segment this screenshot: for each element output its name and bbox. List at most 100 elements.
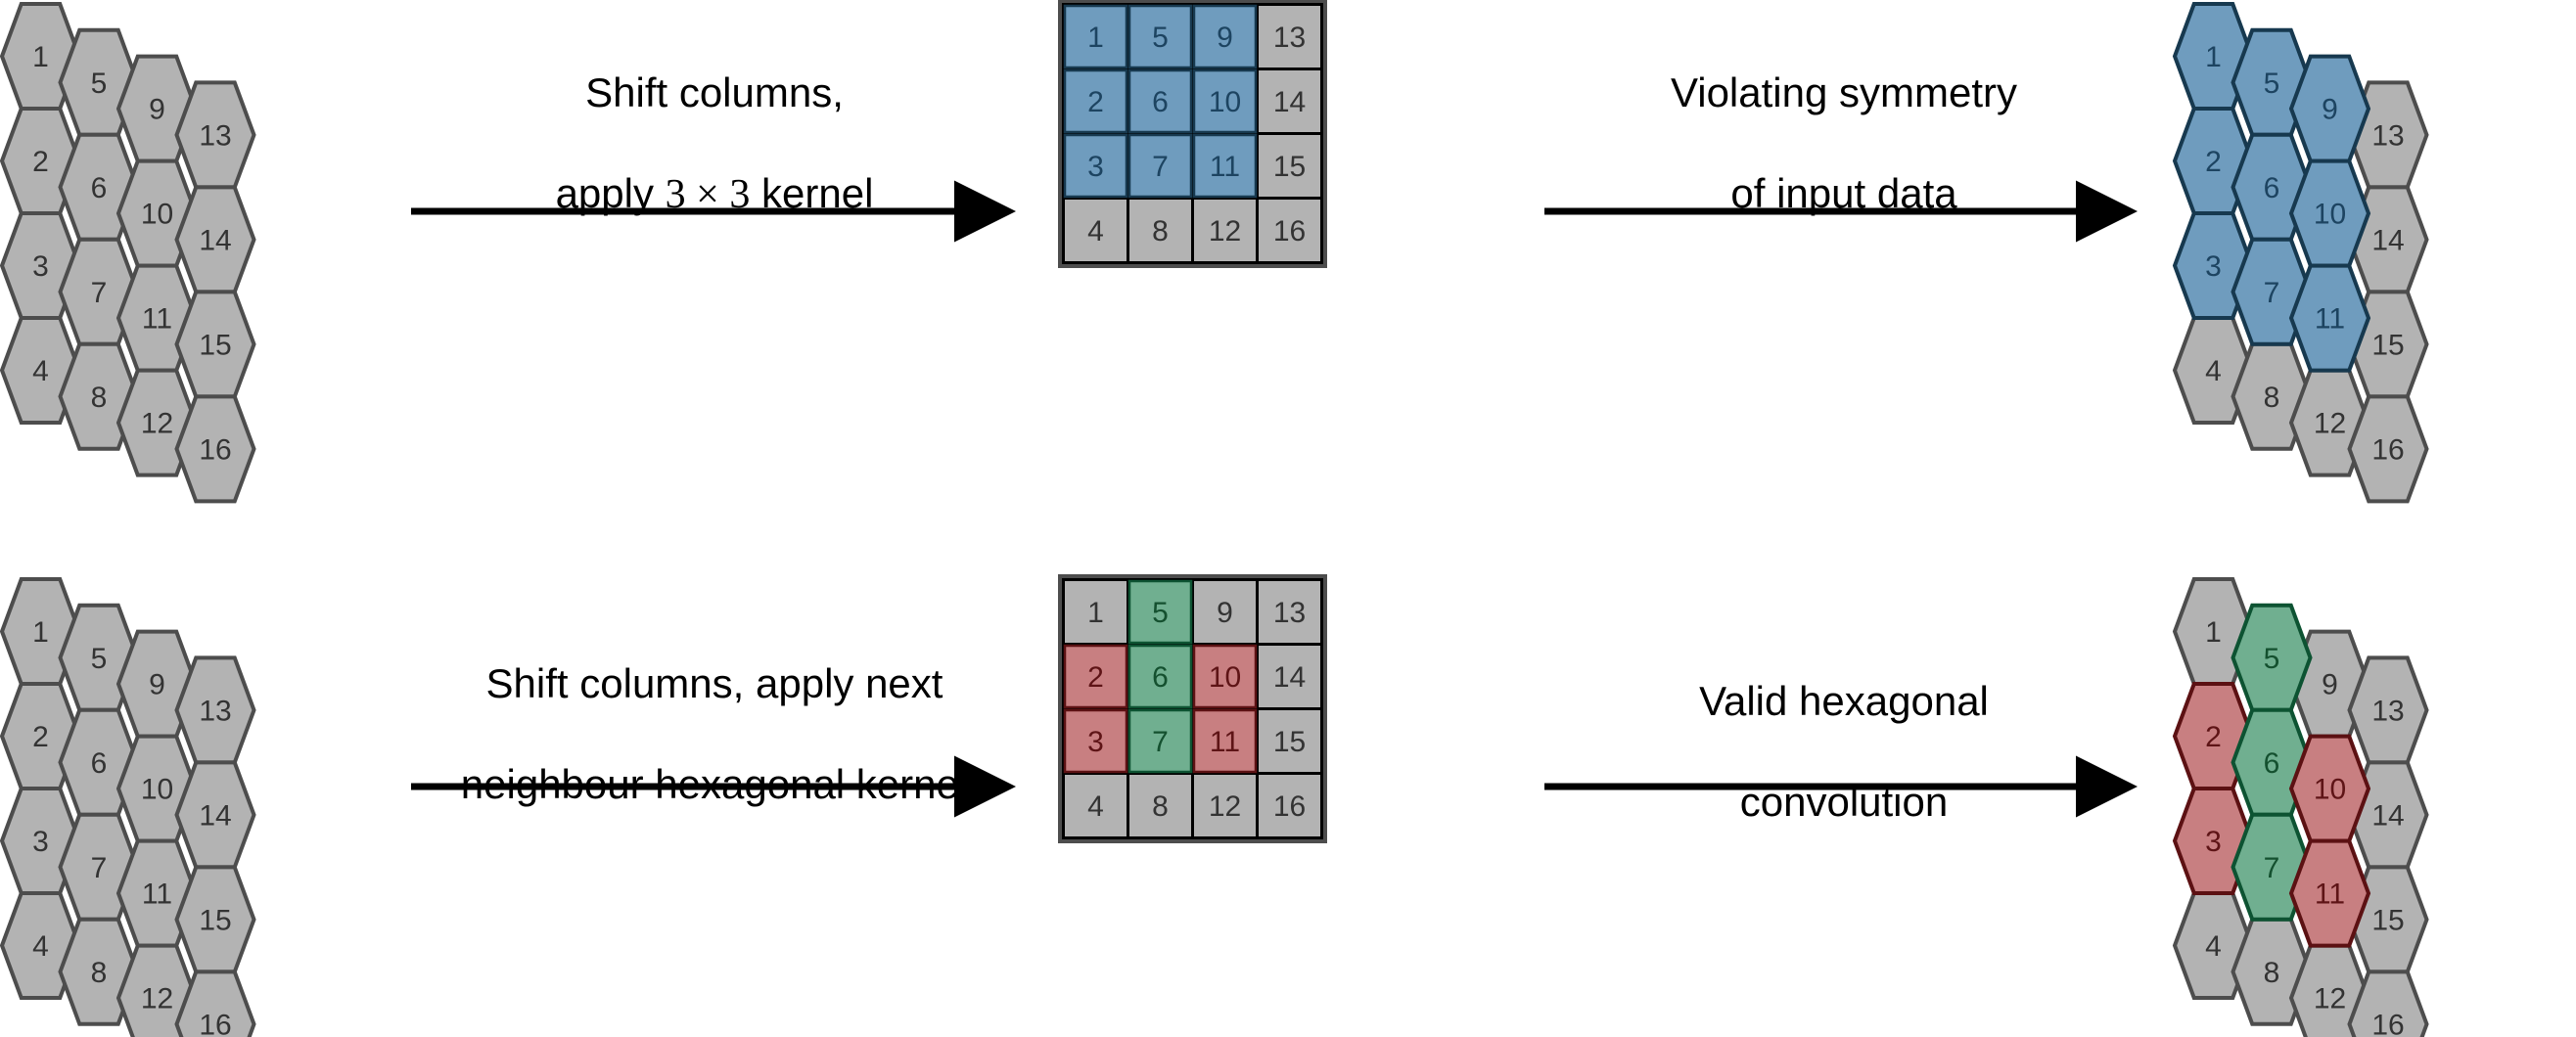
hex-cell-label: 10 — [141, 199, 173, 231]
grid-cell[interactable] — [1063, 708, 1128, 774]
caption-line: of input data — [1730, 169, 1957, 216]
grid-cell[interactable] — [1127, 579, 1193, 645]
hex-cell-label: 14 — [199, 799, 231, 832]
grid-cell[interactable] — [1192, 68, 1258, 134]
hex-cell-label: 8 — [91, 382, 108, 414]
hex-cell-label: 10 — [2314, 199, 2346, 231]
hex-cell[interactable] — [2347, 969, 2429, 1037]
grid-cell-label: 1 — [1087, 22, 1104, 54]
grid-cell-label: 9 — [1217, 22, 1233, 54]
grid-cell[interactable] — [1129, 775, 1191, 836]
grid-cell[interactable] — [1194, 581, 1256, 643]
hex-cell-label: 12 — [2314, 983, 2346, 1015]
grid-cell[interactable] — [1192, 644, 1258, 709]
hex-cell[interactable] — [2288, 838, 2371, 948]
grid-cell[interactable] — [1259, 70, 1320, 132]
grid-cell-label: 6 — [1152, 86, 1169, 118]
hex-cell[interactable] — [2347, 394, 2429, 504]
hex-cell-label: 14 — [2371, 224, 2404, 256]
hex-cell-label: 3 — [32, 826, 49, 858]
grid-cell[interactable] — [1127, 708, 1193, 774]
caption-line: convolution — [1739, 778, 1949, 825]
grid-cell-label: 5 — [1152, 22, 1169, 54]
grid-cell-label: 3 — [1087, 151, 1104, 183]
hex-cell-label: 11 — [2315, 303, 2345, 336]
grid-cell[interactable] — [1127, 68, 1193, 134]
grid-cell[interactable] — [1063, 644, 1128, 709]
grid-cell[interactable] — [1127, 644, 1193, 709]
hex-cell-label: 1 — [2205, 616, 2222, 649]
hex-cell-label: 15 — [199, 329, 231, 361]
caption-line: neighbour hexagonal kernel — [460, 760, 969, 807]
kernel-size-math: 3 × 3 — [665, 171, 751, 217]
grid-cell[interactable] — [1259, 6, 1320, 68]
hex-cell-label: 14 — [199, 224, 231, 256]
grid-cell[interactable] — [1063, 133, 1128, 199]
grid-cell[interactable] — [1065, 200, 1127, 261]
grid-cell-label: 2 — [1087, 86, 1104, 118]
hex-cell-label: 16 — [199, 1009, 231, 1037]
hex-cell-label: 6 — [91, 747, 108, 780]
grid-cell-label: 4 — [1087, 790, 1104, 823]
grid-cell[interactable] — [1065, 775, 1127, 836]
grid-cell-label: 11 — [1210, 151, 1240, 183]
grid-cell-label: 1 — [1087, 597, 1104, 629]
grid-cell[interactable] — [1259, 200, 1320, 261]
grid-cell[interactable] — [1192, 133, 1258, 199]
hex-cell-label: 13 — [199, 119, 231, 152]
hex-cell-label: 16 — [2371, 1009, 2404, 1037]
hex-cell-label: 5 — [2264, 643, 2280, 675]
grid-cell-label: 12 — [1209, 790, 1241, 823]
hex-cell-label: 15 — [2371, 329, 2404, 361]
hex-cell-label: 9 — [149, 669, 165, 701]
hex-cell-label: 4 — [32, 930, 49, 963]
grid-cell[interactable] — [1192, 4, 1258, 69]
grid-cell-label: 13 — [1273, 22, 1306, 54]
hex-cell-label: 15 — [2371, 904, 2404, 936]
caption-bottom-arrow-2: Valid hexagonal convolution — [1544, 626, 2143, 877]
hex-cell-label: 7 — [91, 852, 108, 884]
hex-cell-label: 10 — [141, 774, 173, 806]
grid-cell[interactable] — [1129, 200, 1191, 261]
grid-cell[interactable] — [1194, 200, 1256, 261]
hex-cell-label: 13 — [199, 695, 231, 727]
grid-cell[interactable] — [1063, 68, 1128, 134]
hex-cell-label: 2 — [32, 721, 49, 753]
hex-cell-label: 12 — [141, 408, 173, 440]
hex-cell-label: 8 — [91, 957, 108, 989]
hex-cell-label: 1 — [2205, 41, 2222, 73]
caption-line: Valid hexagonal — [1699, 678, 1989, 725]
grid-cell[interactable] — [1259, 710, 1320, 772]
grid-cell-label: 2 — [1087, 661, 1104, 694]
hex-cell-label: 7 — [91, 277, 108, 309]
grid-cell-label: 8 — [1152, 790, 1169, 823]
caption-top-arrow-1: Shift columns, apply 3 × 3 kernel — [431, 18, 998, 270]
hex-cell-label: 3 — [2205, 826, 2222, 858]
grid-cell[interactable] — [1192, 708, 1258, 774]
caption-line: Shift columns, apply next — [485, 660, 943, 707]
grid-cell[interactable] — [1127, 4, 1193, 69]
hex-cell[interactable] — [2288, 263, 2371, 373]
caption-line: Violating symmetry — [1670, 69, 2017, 116]
hex-cell[interactable] — [174, 394, 256, 504]
caption-line: apply 3 × 3 kernel — [555, 169, 874, 217]
grid-cell-label: 10 — [1209, 661, 1241, 694]
hex-cell-label: 16 — [2371, 433, 2404, 466]
hex-cell-label: 1 — [32, 41, 49, 73]
hex-cell-label: 10 — [2314, 774, 2346, 806]
grid-cell[interactable] — [1259, 135, 1320, 197]
grid-cell[interactable] — [1063, 4, 1128, 69]
hex-cell-label: 9 — [149, 94, 165, 126]
grid-cell[interactable] — [1194, 775, 1256, 836]
hex-cell[interactable] — [174, 969, 256, 1037]
grid-cell[interactable] — [1127, 133, 1193, 199]
hex-cell-label: 12 — [2314, 408, 2346, 440]
grid-cell[interactable] — [1259, 775, 1320, 836]
grid-cell[interactable] — [1259, 646, 1320, 707]
hex-cell-label: 11 — [142, 303, 172, 336]
grid-cell[interactable] — [1259, 581, 1320, 643]
grid-cell[interactable] — [1065, 581, 1127, 643]
